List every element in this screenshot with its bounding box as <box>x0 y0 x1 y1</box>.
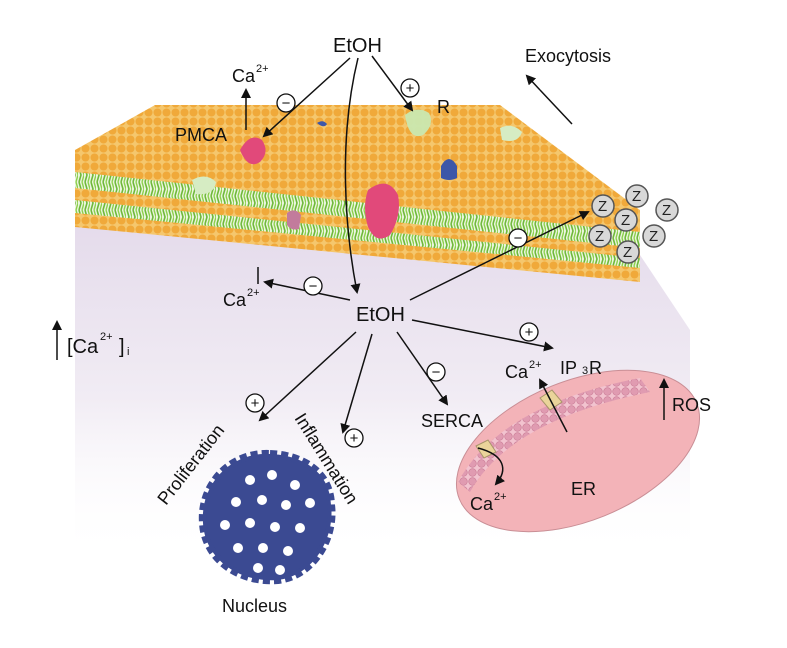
arrow-etoh-to-receptor <box>371 55 414 112</box>
membrane-protein-blue-dot <box>317 121 327 127</box>
plasma-membrane <box>75 105 640 282</box>
ca-ip3r-label: Ca 2+ <box>505 359 542 382</box>
etoh-center-label: EtOH <box>356 304 405 326</box>
vesicle <box>614 208 638 232</box>
plus-sign-ip3r <box>519 322 539 342</box>
line-exocytosis <box>539 89 573 125</box>
svg-text:2+: 2+ <box>247 287 260 299</box>
minus-sign-serca <box>426 362 446 382</box>
vesicle <box>616 240 640 264</box>
ca-left-label: Ca 2+ <box>223 287 260 310</box>
plus-sign-receptor <box>400 78 420 98</box>
effect-signs <box>245 78 539 448</box>
vesicle <box>625 184 649 208</box>
vesicle-label: Z <box>662 202 671 219</box>
svg-text:2+: 2+ <box>494 491 507 503</box>
svg-text:2+: 2+ <box>256 63 269 75</box>
minus-glyph: − <box>432 364 441 381</box>
plus-glyph: + <box>350 430 359 447</box>
arrow-exocytosis <box>525 74 541 91</box>
svg-text:[Ca: [Ca <box>67 336 99 358</box>
pmca-label: PMCA <box>175 125 227 145</box>
pmca-pump <box>240 137 266 165</box>
vesicle <box>655 198 679 222</box>
arrow-etoh-to-proliferation <box>258 331 357 422</box>
svg-text:Ca: Ca <box>505 362 529 382</box>
minus-glyph: − <box>309 278 318 295</box>
plus-sign-proliferation <box>245 393 265 413</box>
ip3r-label: IP 3 R <box>560 358 602 378</box>
minus-glyph: − <box>514 230 523 247</box>
membrane-protein-mauve <box>287 210 301 230</box>
arrow-etoh-to-ip3r <box>411 319 554 352</box>
svg-text:2+: 2+ <box>100 331 113 343</box>
membrane-channel-large <box>365 183 399 239</box>
vesicle <box>591 194 615 218</box>
er-label: ER <box>571 479 596 499</box>
secretory-vesicles <box>588 184 679 264</box>
arrow-etoh-to-serca <box>396 331 449 406</box>
vesicle-label: Z <box>623 244 632 261</box>
arrow-etoh-to-pmca <box>262 57 351 138</box>
membrane-protein-pale <box>192 176 216 195</box>
svg-text:R: R <box>589 358 602 378</box>
exocytosis-label: Exocytosis <box>525 46 611 66</box>
arrows <box>52 55 669 486</box>
svg-text:IP: IP <box>560 358 577 378</box>
plus-sign-inflammation <box>344 428 364 448</box>
blue-channel <box>441 159 457 180</box>
svg-text:]: ] <box>119 336 125 358</box>
arrow-etoh-to-inflammation <box>340 333 373 434</box>
svg-text:i: i <box>127 346 129 358</box>
nucleus <box>198 449 336 585</box>
arrow-etoh-to-cytosol <box>344 57 361 294</box>
vesicle <box>642 224 666 248</box>
nuclear-pores <box>220 470 315 575</box>
ca-top-label: Ca 2+ <box>232 63 269 86</box>
plus-glyph: + <box>525 324 534 341</box>
vesicle-label: Z <box>595 228 604 245</box>
vesicle-label: Z <box>598 198 607 215</box>
vesicle-labels: Z Z Z Z Z Z Z <box>595 188 671 261</box>
membrane-protein-pale-2 <box>500 125 522 141</box>
ca-er-label: Ca 2+ <box>470 491 507 514</box>
arrow-etoh-to-vesicles <box>409 211 590 301</box>
arrow-serca-ca-uptake <box>477 447 506 486</box>
minus-glyph: − <box>282 95 291 112</box>
ros-label: ROS <box>672 395 711 415</box>
vesicle-label: Z <box>621 212 630 229</box>
serca-label: SERCA <box>421 411 483 431</box>
plus-glyph: + <box>406 80 415 97</box>
vesicle-label: Z <box>649 228 658 245</box>
minus-sign-ca <box>303 276 323 296</box>
svg-text:Ca: Ca <box>232 66 256 86</box>
receptor-label: R <box>437 97 450 117</box>
vesicle-label: Z <box>632 188 641 205</box>
etoh-top-label: EtOH <box>333 35 382 57</box>
endoplasmic-reticulum <box>455 369 701 533</box>
arrow-ip3r-ca-release <box>539 378 568 433</box>
svg-text:Ca: Ca <box>223 290 247 310</box>
receptor-protein <box>405 109 431 137</box>
svg-text:Ca: Ca <box>470 494 494 514</box>
svg-text:2+: 2+ <box>529 359 542 371</box>
minus-sign-vesicles <box>508 228 528 248</box>
cai-label: [Ca 2+ ] i <box>67 331 129 358</box>
vesicle <box>588 224 612 248</box>
effect-sign-glyphs: − + − − + − + + <box>251 80 534 447</box>
svg-text:3: 3 <box>582 365 588 377</box>
nucleus-label: Nucleus <box>222 596 287 616</box>
minus-sign-pmca <box>276 93 296 113</box>
plus-glyph: + <box>251 395 260 412</box>
